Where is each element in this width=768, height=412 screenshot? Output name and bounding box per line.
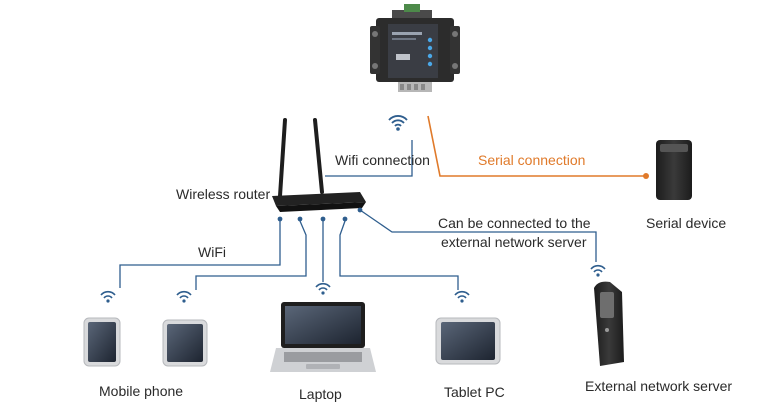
mobile-phone-label: Mobile phone [99, 383, 183, 399]
router-port [320, 216, 326, 222]
router-port [342, 216, 348, 222]
wifi-connection-line [325, 140, 413, 177]
wifi-signal-icon [590, 264, 606, 277]
link-mobile-phone-2 [195, 220, 307, 290]
wifi-label: WiFi [198, 244, 226, 260]
wifi-signal-icon [454, 290, 470, 303]
mobile-phone-icon [83, 317, 121, 367]
wireless-router-icon [272, 118, 366, 212]
serial-device-label: Serial device [646, 215, 726, 231]
external-network-server-label: External network server [585, 378, 732, 394]
serial-connection-end [643, 173, 649, 179]
link-tablet [339, 220, 459, 290]
external-server-icon [594, 281, 624, 366]
wifi-connection-label: Wifi connection [335, 152, 430, 168]
wifi-signal-icon [100, 290, 116, 303]
router-port [277, 216, 283, 222]
wireless-router-label: Wireless router [176, 186, 270, 202]
external-server-note-line1: Can be connected to the [438, 215, 591, 231]
external-server-note-line2: external network server [441, 234, 587, 250]
serial-connection-line [427, 115, 645, 177]
router-port [297, 216, 303, 222]
wifi-signal-icon [315, 282, 331, 295]
mobile-phone-icon [162, 319, 208, 367]
laptop-icon [270, 302, 376, 372]
link-mobile-phone-1 [119, 221, 281, 288]
tablet-pc-label: Tablet PC [444, 384, 505, 400]
serial-device-icon [656, 140, 692, 200]
wifi-signal-icon [176, 290, 192, 303]
tablet-icon [435, 317, 501, 365]
laptop-label: Laptop [299, 386, 342, 402]
serial-connection-label: Serial connection [478, 152, 585, 168]
link-external-server [359, 209, 597, 262]
wifi-signal-icon [388, 115, 408, 131]
converter-module-icon [370, 4, 460, 92]
